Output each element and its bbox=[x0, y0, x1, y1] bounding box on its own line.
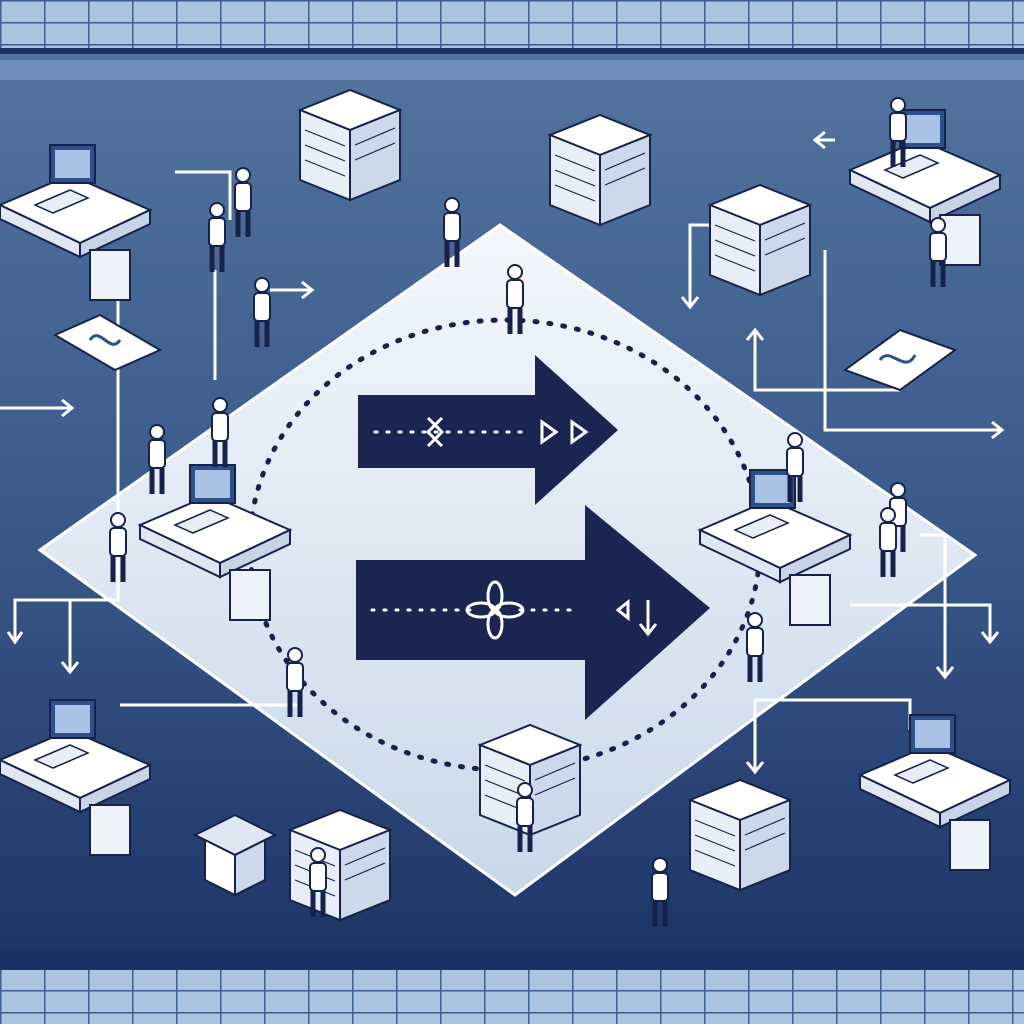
flow-arrow-lower bbox=[356, 505, 710, 720]
open-box-icon bbox=[192, 813, 278, 897]
bottom-tile-border bbox=[0, 970, 1024, 1024]
document-card-right bbox=[842, 328, 958, 392]
file-cabinet-bottom bbox=[689, 779, 791, 891]
top-band bbox=[0, 60, 1024, 80]
server-cabinet bbox=[299, 89, 401, 201]
document-stack bbox=[709, 184, 811, 296]
connector-lines bbox=[0, 130, 1005, 775]
document-card-left bbox=[52, 313, 163, 372]
top-tile-border bbox=[0, 0, 1024, 48]
flow-arrow-upper bbox=[358, 355, 618, 505]
file-cabinet-top bbox=[549, 114, 651, 226]
server-tower bbox=[289, 809, 391, 921]
